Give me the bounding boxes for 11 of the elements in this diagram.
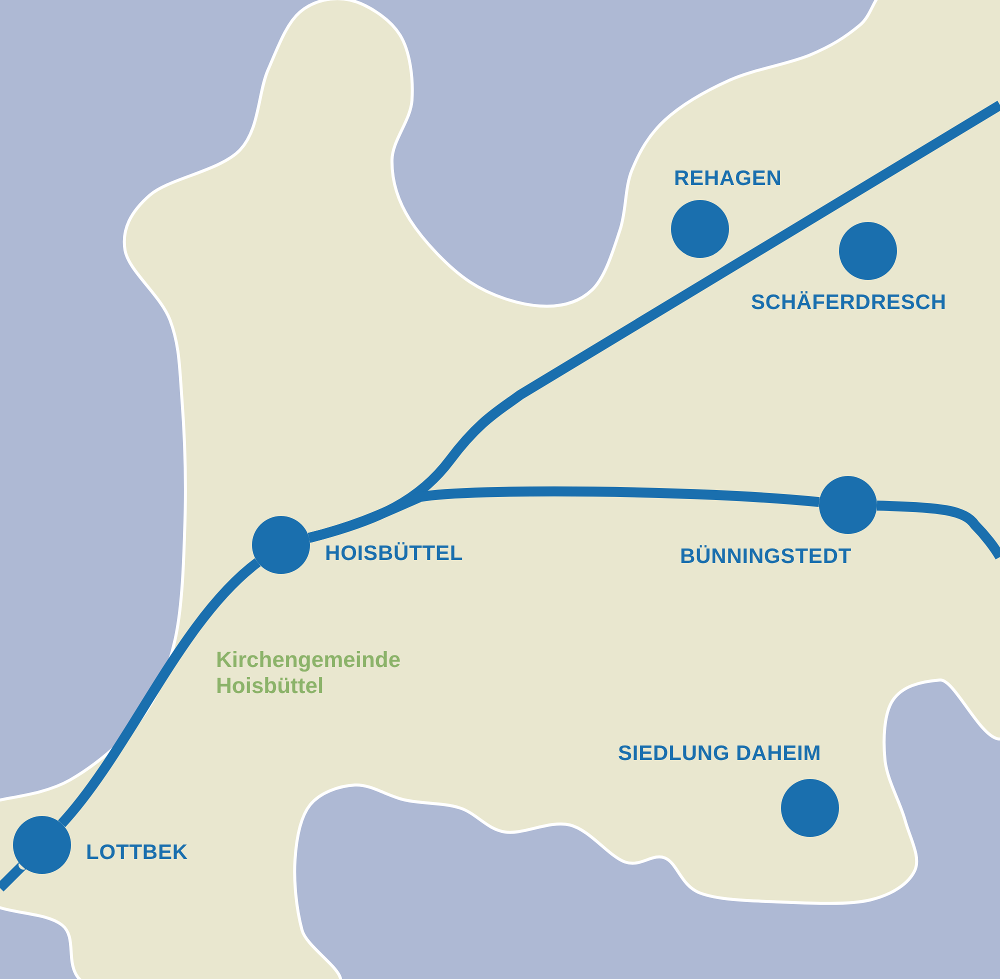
parish-label: Kirchengemeinde Hoisbüttel: [216, 647, 402, 699]
place-name: HOISBÜTTEL: [325, 542, 464, 566]
railway-line: [876, 500, 1000, 560]
railway-line: [0, 860, 27, 892]
place-name: SIEDLUNG DAHEIM: [618, 742, 822, 766]
railway-line: [58, 558, 261, 827]
railway-line: [308, 486, 820, 543]
place-name: REHAGEN: [674, 167, 782, 191]
place-name: SCHÄFERDRESCH: [751, 291, 946, 315]
place-name: BÜNNINGSTEDT: [680, 545, 852, 569]
place-name: LOTTBEK: [86, 841, 188, 865]
